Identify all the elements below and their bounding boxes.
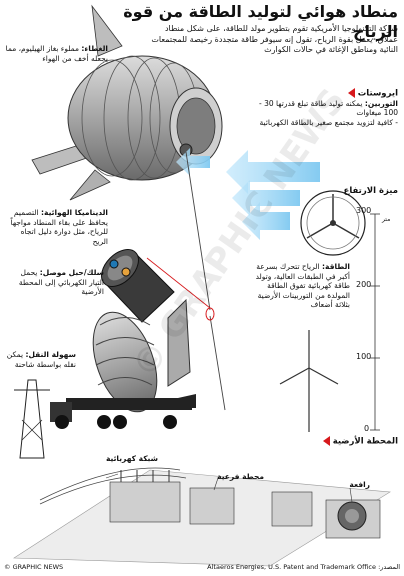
blimp-fins bbox=[31, 4, 123, 201]
footer-source-label: المصدر: bbox=[378, 563, 400, 571]
footer-credit: © GRAPHIC NEWS bbox=[4, 563, 64, 571]
altitude-tick-300: 300 bbox=[356, 206, 372, 215]
winch-label: رافعة bbox=[349, 480, 370, 489]
grid-label: شبكة كهربائية bbox=[106, 454, 158, 463]
intro-text: شركة التكنولوجيا الأمريكية تقوم بتطوير م… bbox=[151, 24, 398, 55]
transport-text: يمكن نقله بواسطة شاحنة bbox=[6, 350, 76, 369]
tether-line-lower bbox=[209, 315, 226, 411]
helium-label: الغطاء: bbox=[81, 44, 108, 53]
blimp-body bbox=[67, 55, 223, 181]
tether-line bbox=[185, 151, 211, 311]
power-label: الطاقة: bbox=[322, 262, 350, 271]
aero-block: الديناميكا الهوائية: التصميم يحافظ على ب… bbox=[4, 208, 108, 246]
turbine-bullet: - كافية لتزويد مجتمع صغير بالطاقة الكهرب… bbox=[259, 117, 398, 127]
page-title: منطاد هوائي لتوليد الطاقة من قوة الرياح bbox=[123, 2, 398, 41]
transport-label: سهولة النقل: bbox=[25, 350, 76, 359]
rotors-heading: ايروستات bbox=[357, 88, 398, 99]
power-block: الطاقة: الرياح تتحرك بسرعة أكبر في الطبق… bbox=[250, 262, 350, 310]
altitude-tick-100: 100 bbox=[356, 352, 372, 361]
rotors-block: ايروستات التوربين: يمكنه توليد طاقة تبلغ… bbox=[248, 88, 398, 127]
altitude-tick-200: 200 bbox=[356, 280, 372, 289]
footer-source: المصدر: Altaeros Energies, U.S. Patent a… bbox=[207, 563, 400, 571]
red-arrow-icon bbox=[347, 88, 355, 98]
aero-label: الديناميكا الهوائية: bbox=[41, 208, 108, 217]
turbine-inset bbox=[300, 190, 366, 256]
altitude-heading: ميزة الارتفاع bbox=[343, 186, 398, 196]
helium-block: الغطاء: مملوء بغاز الهيليوم، مما يجعله أ… bbox=[4, 44, 108, 63]
tether-text: يحمل التيار الكهربائي إلى المحطة الأرضية bbox=[18, 268, 104, 296]
turbine-label: التوربين: bbox=[364, 98, 398, 108]
truck-illustration bbox=[50, 298, 196, 429]
red-arrow-icon bbox=[322, 436, 330, 446]
altitude-tick-0: 0 bbox=[364, 424, 370, 433]
cable-cross-section bbox=[101, 249, 175, 323]
footer-source-text: Altaeros Energies, U.S. Patent and Trade… bbox=[207, 563, 376, 571]
helium-text: مملوء بغاز الهيليوم، مما يجعله أخف من ال… bbox=[5, 44, 108, 63]
ground-station-heading: المحطة الأرضية bbox=[288, 436, 398, 447]
aero-text: التصميم يحافظ على بقاء المنطاد مواجهاً ل… bbox=[10, 208, 108, 246]
ground-heading-text: المحطة الأرضية bbox=[332, 436, 398, 447]
altitude-scale bbox=[370, 213, 380, 431]
tether-label: سلك/حبل موصل: bbox=[39, 268, 104, 277]
ground-wind-turbine bbox=[279, 330, 339, 432]
wind-arrows bbox=[176, 148, 320, 240]
turbine-text: يمكنه توليد طاقة تبلغ قدرتها 30 - 100 مي… bbox=[258, 98, 398, 118]
power-text: الرياح تتحرك بسرعة أكبر في الطبقات العال… bbox=[255, 262, 350, 309]
ground-station bbox=[13, 379, 391, 567]
callout-lines bbox=[105, 473, 353, 503]
altitude-unit: متر bbox=[382, 216, 391, 223]
transport-block: سهولة النقل: يمكن نقله بواسطة شاحنة bbox=[4, 350, 76, 369]
tether-block: سلك/حبل موصل: يحمل التيار الكهربائي إلى … bbox=[4, 268, 104, 297]
substation-label: محطة فرعية bbox=[217, 472, 264, 481]
